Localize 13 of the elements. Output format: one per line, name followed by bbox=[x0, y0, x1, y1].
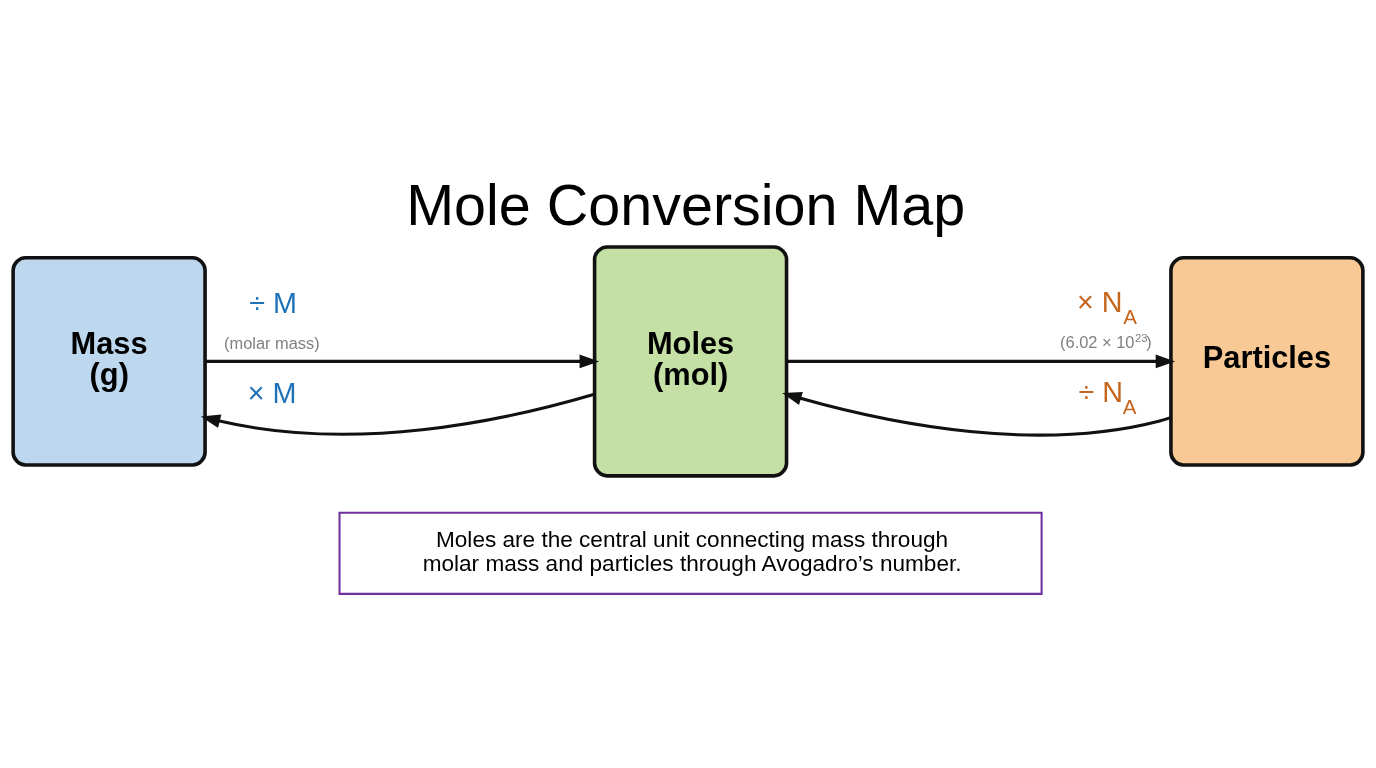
edge-label: × N$_{A}$ (6.02 × 10$^{23}$) bbox=[1060, 285, 1152, 351]
node-box: Moles are the central unit connecting mass through molar mass and particles through Avogadro’s number. bbox=[338, 511, 1043, 595]
edge-label: ÷ N$_{A}$ bbox=[1078, 375, 1137, 418]
arrow bbox=[205, 354, 600, 368]
arrow bbox=[786, 354, 1176, 368]
edge-label: × M bbox=[247, 376, 297, 409]
arrow bbox=[782, 391, 1172, 437]
node-box: Mass (g) bbox=[11, 255, 207, 467]
diagram-title: Mole Conversion Map bbox=[406, 172, 966, 237]
arrow bbox=[200, 392, 595, 436]
edge-label: ÷ M (molar mass) bbox=[224, 286, 320, 352]
node-box: Particles bbox=[1169, 255, 1365, 467]
node-box: Moles (mol) bbox=[592, 244, 789, 478]
